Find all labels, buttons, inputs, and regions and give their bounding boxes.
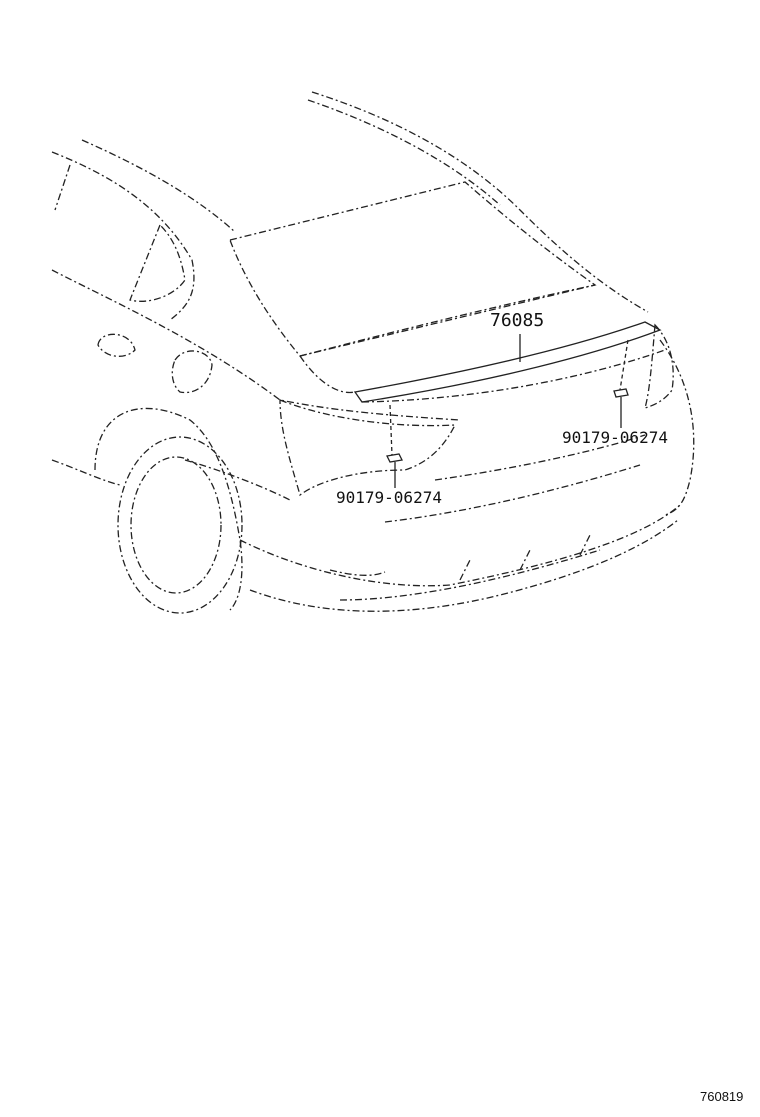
license-recess [384,464,641,523]
clip-left-hidden-line [389,404,393,456]
diffuser [339,534,601,601]
side-window [54,164,186,302]
rear-wheel-inner [130,456,222,594]
fuel-door [171,350,213,394]
rear-side-body [659,339,695,516]
trunk-lid [299,355,356,394]
roof-edge-left [81,139,236,233]
door-handle [97,333,136,357]
part-number-spoiler: 76085 [490,310,545,331]
rear-window-lower [299,284,596,357]
beltline [51,269,461,421]
taillight-right [644,323,674,409]
clip-right-hidden-line [619,339,629,391]
clip-right-icon [613,388,629,398]
part-number-clip-right: 90179-06274 [562,428,668,447]
wheel-arch [94,407,243,611]
rear-wheel [117,436,243,614]
clip-left-icon [386,453,403,463]
illustration-id: 760819 [700,1089,744,1104]
taillight-left [279,399,457,497]
quarter-panel [51,459,291,501]
roof-line [311,91,649,313]
spoiler-outline [353,321,662,403]
rear-bumper [239,504,681,587]
bumper-lower [249,519,679,612]
reflector-left [329,569,386,576]
trunk-line [434,434,646,481]
trunk-lid-edge [361,349,666,403]
side-window-frame [51,151,195,321]
part-number-clip-left: 90179-06274 [336,488,442,507]
roof-line-inner [307,99,501,206]
